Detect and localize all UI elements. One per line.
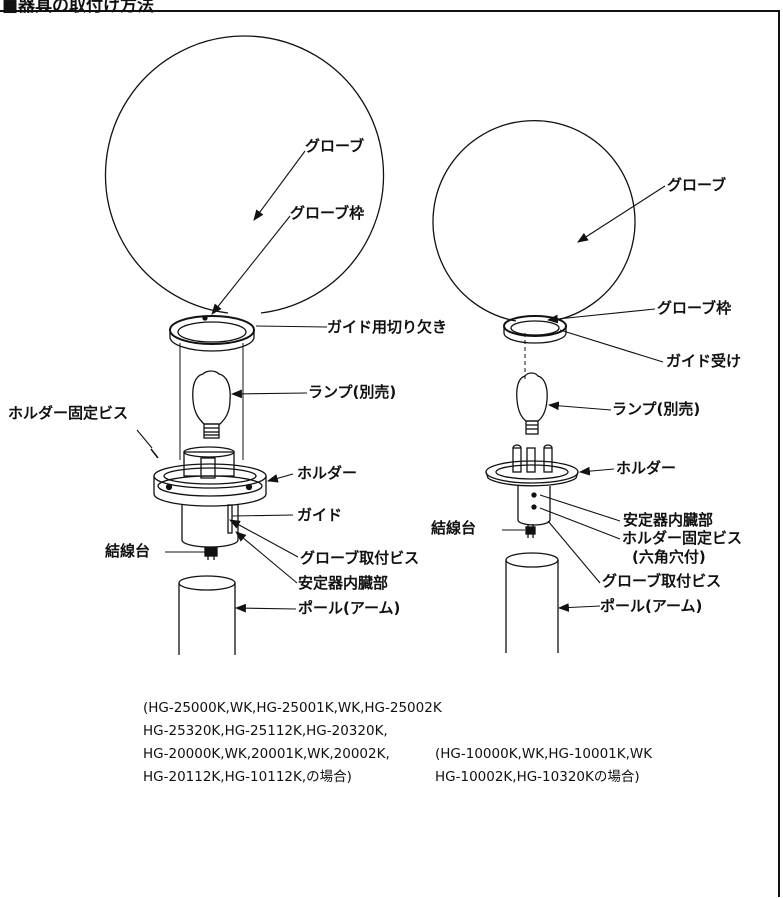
left-model-note-line-3: HG-20000K,WK,20001K,WK,20002K, — [143, 746, 390, 762]
left-holder — [150, 446, 267, 507]
right-label-hex-note: (六角穴付) — [632, 548, 706, 566]
right-model-note-line-2: HG-10002K,HG-10320Kの場合) — [435, 769, 640, 785]
right-label-ballast: 安定器内臓部 — [623, 511, 714, 529]
left-globe — [104, 35, 385, 314]
right-label-lamp: ランプ(別売) — [612, 400, 701, 418]
left-model-note-line-4: HG-20112K,HG-10112K,の場合) — [143, 769, 352, 785]
left-label-globe-frame: グローブ枠 — [290, 204, 365, 222]
left-label-holder: ホルダー — [297, 464, 358, 482]
right-holder — [485, 444, 579, 487]
left-label-guide-notch: ガイド用切り欠き — [327, 318, 448, 336]
right-globe — [432, 119, 636, 322]
right-label-holder: ホルダー — [616, 459, 677, 477]
section-header: ■器具の取付け方法 — [0, 0, 783, 18]
right-fixture — [432, 119, 666, 653]
left-model-note-line-2: HG-25320K,HG-25112K,HG-20320K, — [143, 723, 388, 739]
right-label-globe-frame: グローブ枠 — [657, 299, 732, 317]
left-lamp — [192, 370, 231, 439]
left-label-pole: ポール(アーム) — [298, 599, 401, 617]
left-label-lamp: ランプ(別売) — [308, 383, 397, 401]
right-label-terminal-block: 結線台 — [431, 519, 477, 537]
right-label-guide-receiver: ガイド受け — [666, 352, 742, 370]
left-label-globe-screw: グローブ取付ビス — [300, 549, 420, 567]
right-ballast — [517, 486, 551, 538]
left-label-terminal-block: 結線台 — [105, 542, 151, 560]
page-border — [0, 10, 780, 897]
right-label-pole: ポール(アーム) — [600, 597, 703, 615]
left-fixture — [104, 35, 385, 655]
left-label-ballast: 安定器内臓部 — [298, 574, 389, 592]
left-label-holder-screw: ホルダー固定ビス — [8, 404, 129, 422]
right-lamp — [516, 372, 548, 435]
left-globe-frame — [169, 315, 255, 345]
left-label-globe: グローブ — [305, 137, 365, 155]
right-pole — [505, 552, 559, 653]
left-pole — [178, 575, 236, 655]
right-label-holder-screw: ホルダー固定ビス — [622, 529, 743, 547]
left-ballast — [181, 504, 239, 560]
left-label-guide: ガイド — [297, 506, 343, 524]
section-title: ■器具の取付け方法 — [2, 0, 155, 16]
right-label-globe-screw: グローブ取付ビス — [602, 572, 722, 590]
right-model-note-line-1: (HG-10000K,WK,HG-10001K,WK — [435, 746, 653, 762]
left-model-note-line-1: (HG-25000K,WK,HG-25001K,WK,HG-25002K — [143, 700, 442, 716]
right-label-globe: グローブ — [667, 176, 727, 194]
